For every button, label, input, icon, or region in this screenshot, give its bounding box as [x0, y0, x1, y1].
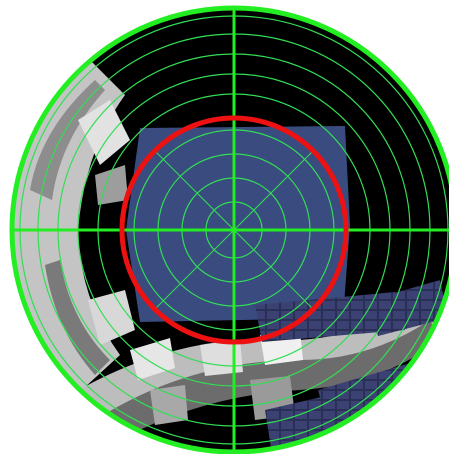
lens-boundary — [9, 5, 449, 454]
station-structure — [10, 60, 440, 445]
target-ring-icon — [119, 115, 349, 345]
